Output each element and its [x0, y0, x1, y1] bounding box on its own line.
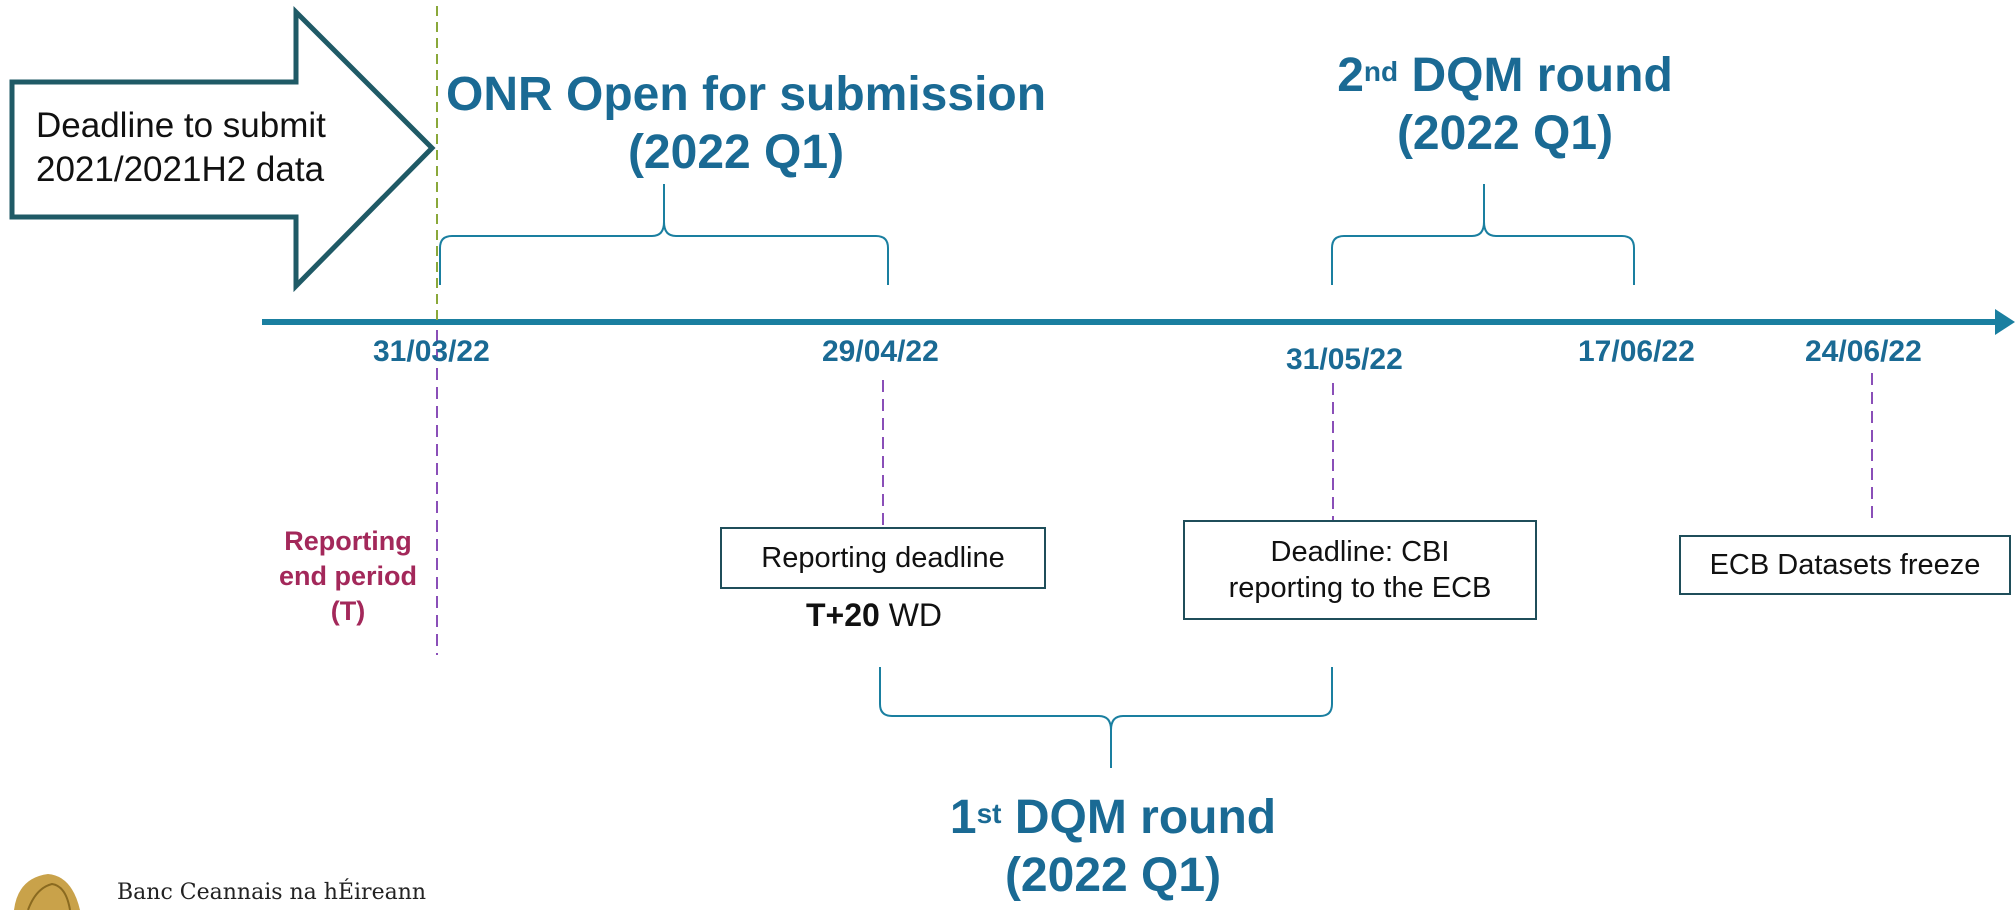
- tplus-label: T+20 WD: [806, 597, 942, 634]
- dqm2-brace: [1331, 184, 1635, 285]
- ecb-freeze-box: ECB Datasets freeze: [1679, 535, 2011, 595]
- cbi-deadline-line1: Deadline: CBI: [1270, 536, 1450, 568]
- reporting-line3: (T): [330, 596, 366, 626]
- dqm1-brace: [879, 667, 1333, 768]
- logo-text: Banc Ceannais na hÉireann: [117, 880, 427, 905]
- onr-brace: [439, 184, 889, 285]
- date-label: 29/04/22: [822, 335, 939, 368]
- date-label: 24/06/22: [1805, 335, 1922, 368]
- timeline-arrowhead: [1995, 309, 2015, 335]
- onr-title: ONR Open for submission (2022 Q1): [446, 66, 1047, 182]
- ecb-freeze-label: ECB Datasets freeze: [1709, 549, 1981, 581]
- arrow-box-line2: 2021/2021H2 data: [36, 150, 325, 189]
- onr-title-line2: (2022 Q1): [627, 126, 845, 179]
- cbi-deadline-box: Deadline: CBI reporting to the ECB: [1183, 520, 1537, 620]
- date-label: 17/06/22: [1578, 335, 1695, 368]
- cbi-deadline-line2: reporting to the ECB: [1228, 572, 1492, 604]
- date-label: 31/05/22: [1286, 343, 1403, 376]
- tplus-rest: WD: [879, 597, 943, 633]
- dqm2-title-line2: (2022 Q1): [1396, 107, 1614, 160]
- reporting-line2: end period: [278, 561, 417, 591]
- dqm1-title-line2: (2022 Q1): [1004, 849, 1222, 902]
- reporting-deadline-label: Reporting deadline: [761, 542, 1005, 574]
- date-label: 31/03/22: [373, 335, 490, 368]
- reporting-line1: Reporting: [284, 526, 412, 556]
- harp-logo-icon: [14, 874, 80, 910]
- dqm2-title-line1: 2nd DQM round: [1337, 49, 1673, 102]
- arrow-box-line1: Deadline to submit: [36, 106, 326, 145]
- tplus-bold: T+20: [806, 597, 880, 633]
- dqm1-title-line1: 1st DQM round: [949, 791, 1277, 844]
- big-arrow-shape: [9, 5, 436, 293]
- onr-title-line1: ONR Open for submission: [446, 68, 1047, 121]
- reporting-deadline-box: Reporting deadline: [720, 527, 1046, 589]
- arrow-box-text: Deadline to submit 2021/2021H2 data: [36, 104, 326, 192]
- dqm1-title: 1st DQM round (2022 Q1): [878, 789, 1348, 905]
- dqm2-title: 2nd DQM round (2022 Q1): [1270, 47, 1740, 163]
- reporting-end-period: Reporting end period (T): [258, 524, 438, 629]
